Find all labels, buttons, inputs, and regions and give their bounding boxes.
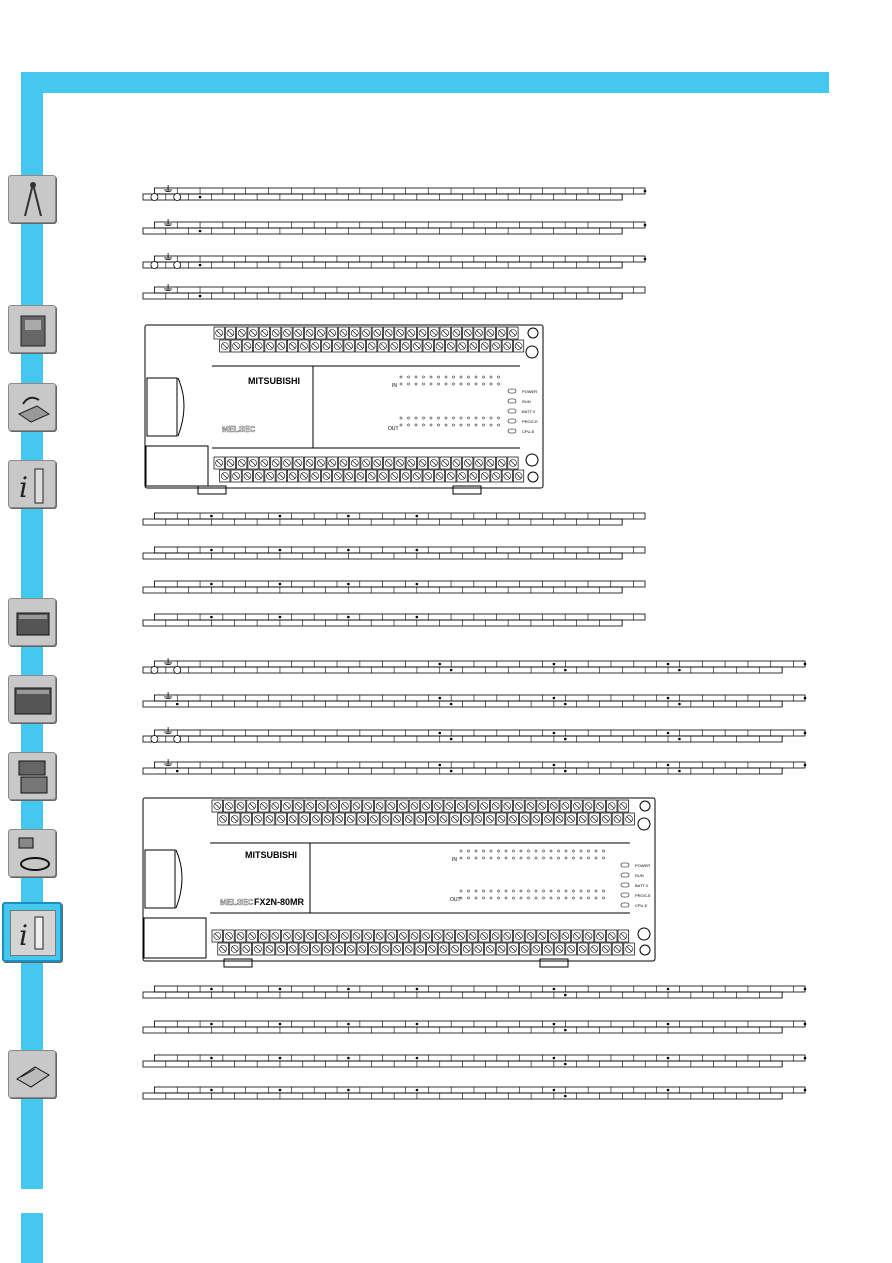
terminal-row xyxy=(142,727,807,743)
svg-text:i: i xyxy=(19,919,28,952)
svg-text:POWER: POWER xyxy=(635,863,650,868)
terminal-row xyxy=(142,1020,807,1034)
unit-brand: MITSUBISHI xyxy=(245,850,297,860)
model-label: FX2N-80MR xyxy=(254,897,305,907)
plc-module-icon[interactable] xyxy=(8,305,56,353)
svg-text:i: i xyxy=(19,471,28,504)
upper-terminal-rows xyxy=(142,185,647,300)
wide-terminal-rows-upper xyxy=(142,658,807,775)
info-ruler-icon[interactable]: i xyxy=(8,460,56,508)
terminal-row xyxy=(142,546,646,560)
svg-text:RUN: RUN xyxy=(522,399,531,404)
terminal-row xyxy=(142,580,646,594)
terminal-row xyxy=(142,253,647,269)
terminal-row xyxy=(142,219,647,235)
cable-connector-icon[interactable] xyxy=(8,829,56,877)
plc-unit-upper: MITSUBISHI MELSEC IN OUT POWER RUN BATT.V P… xyxy=(144,324,544,495)
bottom-accent-bar xyxy=(21,1213,43,1263)
top-accent-bar xyxy=(21,72,829,93)
screw-terminal-block xyxy=(211,929,635,956)
handheld-programmer-icon[interactable] xyxy=(8,383,56,431)
floppy-disk-icon[interactable] xyxy=(8,1050,56,1098)
svg-text:BATT.V: BATT.V xyxy=(522,409,536,414)
svg-text:PROG-E: PROG-E xyxy=(635,893,651,898)
svg-text:CPU-E: CPU-E xyxy=(635,903,648,908)
screw-terminal-block xyxy=(213,326,525,353)
terminal-row xyxy=(142,512,646,526)
unit-brand: MITSUBISHI xyxy=(248,376,300,386)
unit-logo: MELSEC xyxy=(222,425,256,434)
out-label: OUT xyxy=(388,426,399,432)
middle-terminal-rows xyxy=(142,512,646,627)
compass-icon[interactable] xyxy=(8,175,56,223)
terminal-row xyxy=(142,1086,807,1100)
screw-terminal-block xyxy=(213,456,525,483)
terminal-row xyxy=(142,759,807,775)
terminal-row xyxy=(142,613,646,627)
screw-terminal-block xyxy=(211,799,635,826)
in-label: IN xyxy=(452,857,457,863)
svg-text:RUN: RUN xyxy=(635,873,644,878)
terminal-row xyxy=(142,284,646,300)
svg-text:POWER: POWER xyxy=(522,389,537,394)
terminal-row xyxy=(142,985,807,999)
svg-text:BATT.V: BATT.V xyxy=(635,883,649,888)
terminal-row xyxy=(142,692,807,708)
out-label: OUT xyxy=(450,897,461,903)
stacked-modules-icon[interactable] xyxy=(8,752,56,800)
wide-terminal-rows-lower xyxy=(142,985,807,1100)
plc-unit-lower: MITSUBISHI MELSEC FX2N-80MR IN OUT POWER… xyxy=(142,797,656,968)
in-label: IN xyxy=(392,383,397,389)
info-ruler-active-icon[interactable]: i xyxy=(2,902,62,962)
base-unit-icon[interactable] xyxy=(8,675,56,723)
unit-logo: MELSEC xyxy=(220,898,254,907)
terminal-row xyxy=(142,1054,807,1068)
svg-text:PROG-E: PROG-E xyxy=(522,419,538,424)
svg-text:CPU-E: CPU-E xyxy=(522,429,535,434)
terminal-row xyxy=(142,658,807,674)
extension-module-icon[interactable] xyxy=(8,598,56,646)
terminal-row xyxy=(142,185,647,201)
